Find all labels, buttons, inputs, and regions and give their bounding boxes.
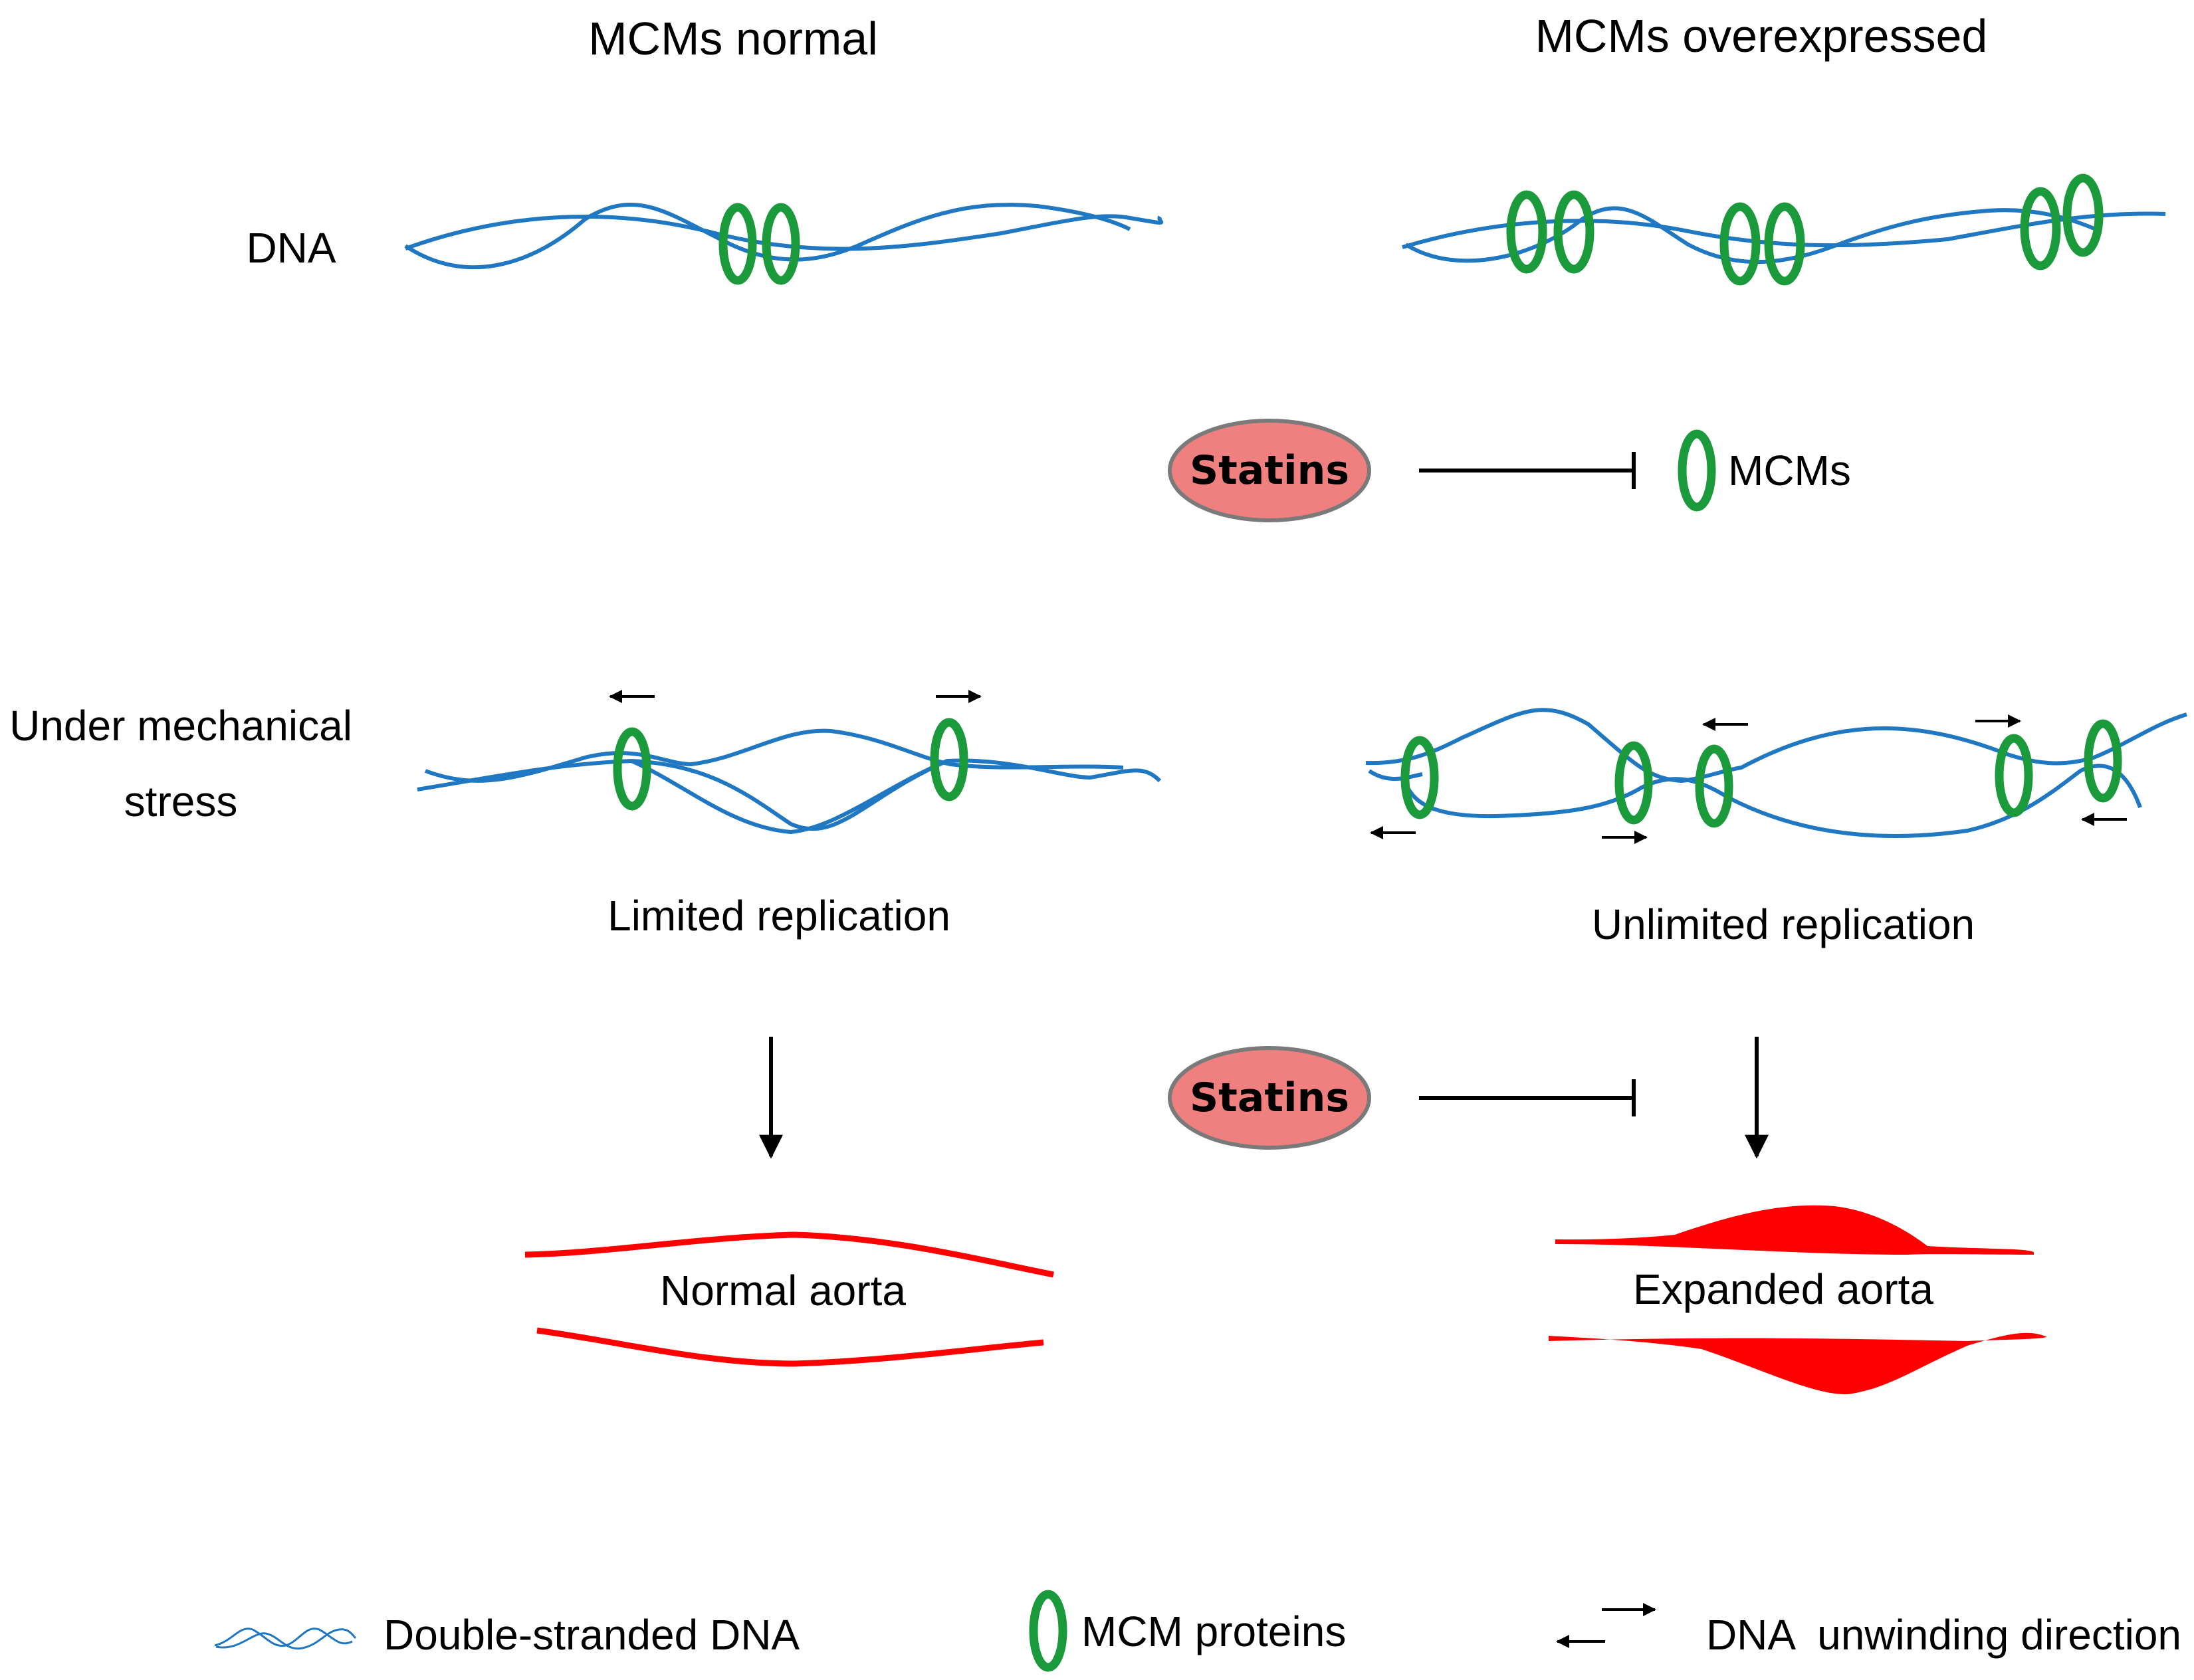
legend-direction-label: DNA unwinding direction <box>1706 1611 2181 1659</box>
mcm-ring <box>1695 744 1733 828</box>
mcm-pair-normal <box>718 203 800 285</box>
header-mcms-overexpressed: MCMs overexpressed <box>1535 10 1988 62</box>
mcm-ring <box>613 727 651 811</box>
mcm-ring <box>1506 190 1547 274</box>
header-mcms-normal: MCMs normal <box>588 13 878 64</box>
aorta-wall-bottom <box>1549 1332 2047 1395</box>
statins-label-upper: Statins <box>1190 447 1349 494</box>
mcm-icon <box>1678 429 1716 512</box>
unlimited-replication-label: Unlimited replication <box>1592 900 1975 948</box>
expanded-aorta <box>1549 1205 2047 1395</box>
normal-aorta <box>524 1231 1054 1367</box>
mcm-rings-stress-overexpressed <box>1400 719 2122 828</box>
mcm-rings-overexpressed <box>1506 173 2104 286</box>
mcm-ring <box>930 718 968 801</box>
mcm-ring <box>2062 173 2104 257</box>
legend-mcm-icon <box>1029 1590 1067 1672</box>
statins-oval <box>1168 1046 1371 1150</box>
legend-dna-label: Double-stranded DNA <box>384 1611 800 1659</box>
mcms-target-label: MCMs <box>1728 447 1851 494</box>
statins-inhibition-upper: Statins MCMs <box>1168 419 1851 522</box>
normal-aorta-label: Normal aorta <box>660 1267 906 1314</box>
legend-arrows-symbol <box>1556 1603 1656 1648</box>
legend-dna-symbol <box>214 1628 357 1650</box>
mcm-ring <box>2020 187 2061 270</box>
statins-inhibition-lower: Statins <box>1168 1046 1636 1150</box>
row-label-stress-line2: stress <box>124 778 238 825</box>
aorta-wall-top <box>1555 1205 2034 1255</box>
mcm-ring <box>1764 202 1805 286</box>
legend-mcm-label: MCM proteins <box>1081 1608 1346 1655</box>
statins-oval <box>1168 419 1371 522</box>
dna-strand-stress-normal <box>417 728 1162 835</box>
row-label-stress-line1: Under mechanical <box>9 702 352 750</box>
dna-strand-normal <box>404 203 1164 270</box>
mcm-rings-stress-normal <box>613 718 968 811</box>
mcm-ring <box>762 203 800 285</box>
dna-strand-stress-overexpressed <box>1365 708 2187 838</box>
aorta-wall-top <box>524 1231 1054 1278</box>
unwinding-arrows-overexpressed <box>1370 714 2127 844</box>
mcm-ring <box>1553 190 1594 274</box>
legend: Double-stranded DNA MCM proteins DNA unw… <box>214 1590 2181 1672</box>
mcm-ring <box>1614 741 1653 825</box>
mcm-ring <box>1400 736 1439 819</box>
aorta-wall-bottom <box>536 1327 1044 1367</box>
mcm-ring <box>2084 719 2122 803</box>
mcm-ring <box>718 203 757 285</box>
statins-label-lower: Statins <box>1190 1075 1349 1121</box>
mcm-ring <box>1995 734 2033 817</box>
mcm-ring <box>1719 202 1761 286</box>
limited-replication-label: Limited replication <box>607 892 950 940</box>
row-label-dna: DNA <box>246 224 336 272</box>
expanded-aorta-label: Expanded aorta <box>1633 1265 1933 1313</box>
